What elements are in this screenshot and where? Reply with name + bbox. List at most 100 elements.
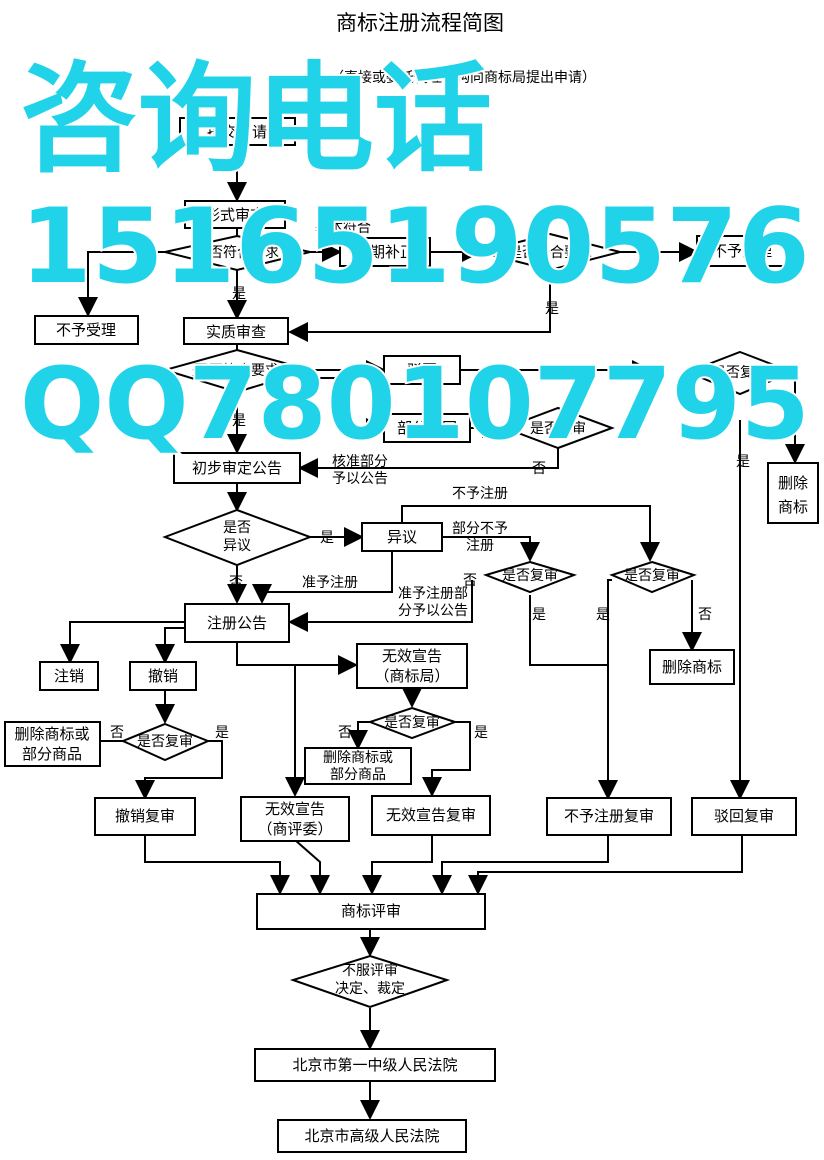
edge-label-yes: 是 xyxy=(736,454,750,470)
edge-label-approve-partial-reg: 分予以公告 xyxy=(398,603,468,619)
edge-label-partial-no: 注册 xyxy=(466,538,494,554)
edge-label-approve-reg: 准予注册 xyxy=(302,575,358,591)
edge-label-no: 否 xyxy=(229,575,243,591)
svg-text:部分驳回: 部分驳回 xyxy=(397,419,457,437)
edge-label-yes: 是 xyxy=(545,301,559,317)
diagram-title: 商标注册流程简图 xyxy=(336,11,504,35)
svg-text:决定、裁定: 决定、裁定 xyxy=(335,981,405,997)
svg-text:删除商标或: 删除商标或 xyxy=(14,725,89,743)
node-reject-review: 驳回复审 xyxy=(691,797,797,836)
node-rejected: 驳回 xyxy=(383,355,461,385)
edge-labels: 是 是 基本符合 否 是 是 是 否 是 否 核准部分 予以公告 不予注册 是 … xyxy=(110,219,802,741)
svg-text:初步审定公告: 初步审定公告 xyxy=(192,459,282,477)
svg-text:撤销: 撤销 xyxy=(148,667,178,685)
svg-text:无效宣告复审: 无效宣告复审 xyxy=(386,806,476,824)
node-delete-partial-left: 删除商标或 部分商品 xyxy=(4,721,101,767)
edge-label-no: 否 xyxy=(338,725,352,741)
node-review-q2: 是否复审 xyxy=(502,406,615,450)
svg-text:不予受理: 不予受理 xyxy=(56,321,116,339)
edge-label-partial-no: 部分不予 xyxy=(452,521,508,537)
edge-label-meets: 基本符合 xyxy=(315,219,371,236)
svg-text:部分商品: 部分商品 xyxy=(22,745,82,763)
edge-label-no: 否 xyxy=(532,461,546,477)
svg-text:是否复审: 是否复审 xyxy=(384,714,440,731)
svg-text:删除: 删除 xyxy=(778,474,808,492)
svg-text:实质审查: 实质审查 xyxy=(206,323,266,341)
svg-text:商标: 商标 xyxy=(778,498,808,516)
svg-text:撤销复审: 撤销复审 xyxy=(115,807,175,825)
svg-text:注册公告: 注册公告 xyxy=(207,614,267,632)
svg-text:是否复审: 是否复审 xyxy=(712,364,768,381)
node-invalid-review: 无效宣告复审 xyxy=(371,795,491,836)
node-court-2: 北京市高级人民法院 xyxy=(277,1119,467,1153)
node-review-q6: 是否复审 xyxy=(367,706,459,740)
svg-text:商标评审: 商标评审 xyxy=(341,902,401,920)
svg-text:是否符合要求: 是否符合要求 xyxy=(195,245,279,261)
header-note: （直接或委托代理机构向商标局提出申请） xyxy=(330,69,596,86)
edge-label-yes: 是 xyxy=(532,607,546,623)
node-registration: 注册公告 xyxy=(184,603,290,643)
edge-label-yes: 是 xyxy=(232,286,246,302)
node-meets-req-1: 是否符合要求 xyxy=(164,234,311,272)
svg-text:限期补正: 限期补正 xyxy=(355,243,415,261)
svg-text:形式审查: 形式审查 xyxy=(205,206,265,224)
node-substantive: 实质审查 xyxy=(183,317,289,345)
node-reject-accept-left: 不予受理 xyxy=(34,315,139,345)
svg-text:是否复审: 是否复审 xyxy=(137,733,193,750)
node-deadline-fix: 限期补正 xyxy=(339,237,431,267)
node-revoke-review: 撤销复审 xyxy=(94,797,196,836)
svg-text:驳回复审: 驳回复审 xyxy=(714,807,774,825)
node-review-q4: 是否复审 xyxy=(609,560,697,594)
edge-label-no: 否 xyxy=(788,408,802,424)
node-meets-sub: 是否符合要求 xyxy=(161,348,314,394)
edge-label-approve-partial: 核准部分 xyxy=(332,454,388,470)
svg-text:驳回: 驳回 xyxy=(407,361,437,379)
svg-text:是否复审: 是否复审 xyxy=(530,420,586,437)
node-formal-review: 形式审查 xyxy=(184,200,286,229)
edge-label-no: 否 xyxy=(110,725,124,741)
svg-text:部分商品: 部分商品 xyxy=(330,767,386,783)
edge-label-yes: 是 xyxy=(474,725,488,741)
edge-label-yes: 是 xyxy=(215,725,229,741)
svg-text:北京市第一中级人民法院: 北京市第一中级人民法院 xyxy=(292,1056,457,1074)
svg-text:（商标局）: （商标局） xyxy=(374,667,449,685)
node-opposition-q: 是否 异议 xyxy=(162,508,313,567)
edge-label-no: 否 xyxy=(637,245,651,261)
node-court-1: 北京市第一中级人民法院 xyxy=(254,1048,496,1082)
svg-text:是否: 是否 xyxy=(223,520,251,536)
edge-label-yes: 是 xyxy=(232,413,246,429)
node-invalid-board: 无效宣告 （商评委） xyxy=(240,796,350,842)
node-review-q3: 是否复审 xyxy=(482,560,578,594)
node-review-q1: 是否复审 xyxy=(685,350,795,396)
node-revoke: 撤销 xyxy=(129,661,197,691)
svg-text:是否复审: 是否复审 xyxy=(502,567,558,584)
svg-text:异议: 异议 xyxy=(387,528,417,546)
watermark-line-2: 15165190576 xyxy=(20,187,810,307)
edge-label-yes: 是 xyxy=(190,245,204,261)
watermark-line-1: 咨询电话 xyxy=(20,50,492,188)
edge-label-no: 否 xyxy=(698,607,712,623)
svg-text:注销: 注销 xyxy=(54,667,84,685)
node-dissatisfied: 不服评审 决定、裁定 xyxy=(289,954,451,1009)
svg-text:是否符合要求: 是否符合要求 xyxy=(195,363,279,379)
svg-text:异议: 异议 xyxy=(223,538,251,554)
node-no-reg-review: 不予注册复审 xyxy=(546,797,672,836)
edge-label-yes: 是 xyxy=(320,530,334,546)
svg-text:提交申请: 提交申请 xyxy=(207,123,267,141)
svg-text:北京市高级人民法院: 北京市高级人民法院 xyxy=(304,1127,439,1145)
edge-label-yes: 是 xyxy=(192,363,206,379)
node-reject-accept-right: 不予受理 xyxy=(696,235,788,267)
edge-label-approve-partial-reg: 准予注册部 xyxy=(398,586,468,602)
node-opposition: 异议 xyxy=(361,522,443,552)
svg-text:无效宣告: 无效宣告 xyxy=(265,800,325,818)
node-board-review: 商标评审 xyxy=(256,893,486,930)
edge-label-no: 否 xyxy=(463,573,477,589)
svg-text:不服评审: 不服评审 xyxy=(342,963,398,979)
node-delete-mark-top: 删除 商标 xyxy=(767,462,819,524)
svg-text:删除商标: 删除商标 xyxy=(662,658,722,676)
node-review-q5: 是否复审 xyxy=(120,722,211,762)
connectors xyxy=(60,145,805,1120)
svg-text:（商评委）: （商评委） xyxy=(257,820,332,838)
edge-label-approve-partial: 予以公告 xyxy=(332,471,388,487)
